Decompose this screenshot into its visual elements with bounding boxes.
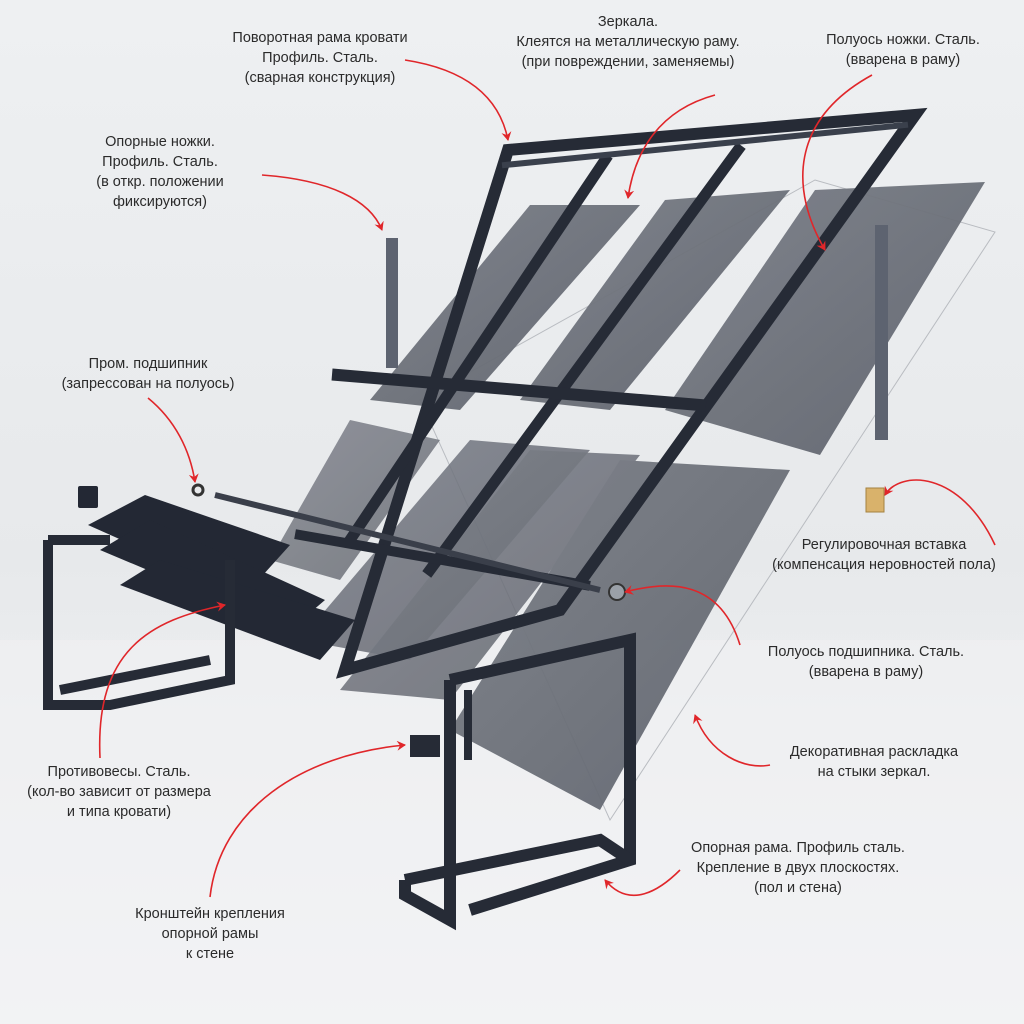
small-bearing bbox=[191, 483, 205, 497]
label-leg-strip: Полуось ножки. Сталь. (вварена в раму) bbox=[826, 32, 980, 68]
mirror-panels bbox=[270, 182, 985, 810]
label-support-frame: Опорная рама. Профиль сталь. Крепление в… bbox=[691, 840, 905, 896]
bearing-axle bbox=[214, 492, 601, 593]
support-frame-left bbox=[43, 535, 235, 710]
label-rotating-frame: Поворотная рама кровати Профиль. Сталь. … bbox=[232, 30, 408, 86]
counterweights bbox=[78, 486, 355, 660]
label-support-legs: Опорные ножки. Профиль. Сталь. (в откр. … bbox=[96, 134, 224, 210]
wall-bracket bbox=[410, 735, 440, 757]
label-adjust-insert: Регулировочная вставка (компенсация неро… bbox=[772, 537, 996, 573]
label-decor-strip: Декоративная раскладка на стыки зеркал. bbox=[789, 744, 959, 780]
label-bearing: Пром. подшипник (запрессован на полуось) bbox=[61, 356, 235, 392]
label-bearing-axle: Полуось подшипника. Сталь. (вварена в ра… bbox=[767, 644, 965, 680]
label-counterweights: Противовесы. Сталь. (кол-во зависит от р… bbox=[27, 764, 211, 820]
rotating-frame bbox=[294, 107, 928, 679]
bearing bbox=[608, 583, 626, 601]
leader-arrows bbox=[98, 59, 996, 898]
label-wall-bracket: Кронштейн крепления опорной рамы к стене bbox=[135, 906, 285, 962]
support-frame-right bbox=[399, 632, 636, 931]
label-mirrors: Зеркала. Клеятся на металлическую раму. … bbox=[516, 14, 740, 70]
adjust-insert-block bbox=[865, 487, 885, 513]
support-legs bbox=[386, 225, 888, 440]
